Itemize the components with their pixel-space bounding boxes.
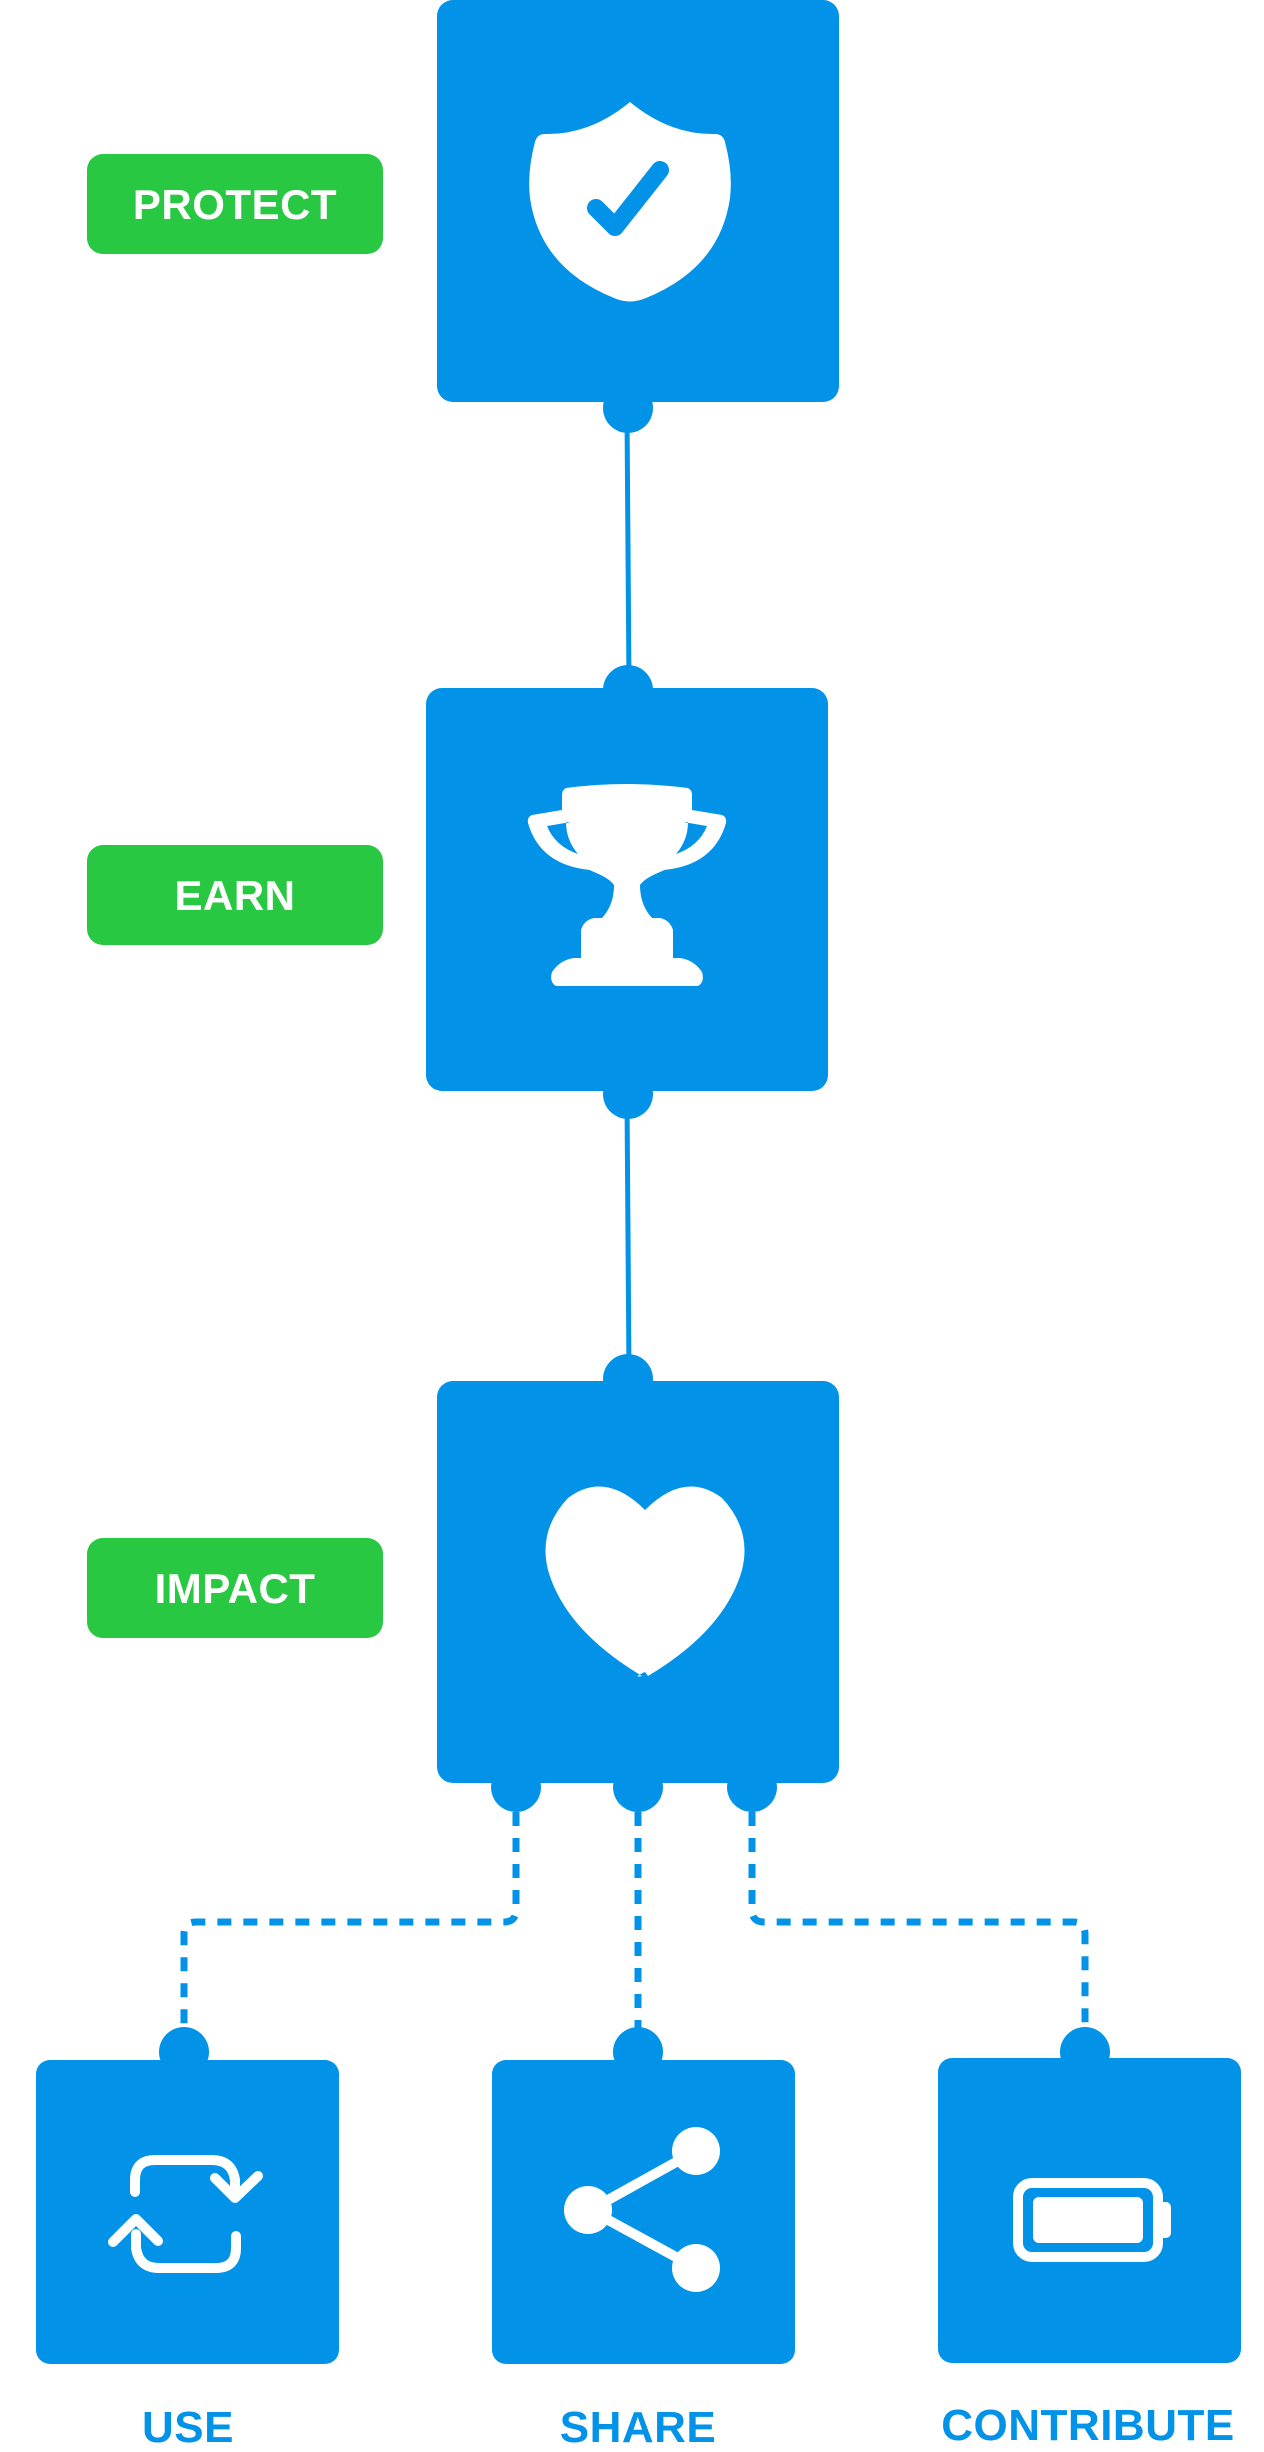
tag-background — [87, 845, 383, 945]
tag-background — [87, 1538, 383, 1638]
node-share — [492, 2060, 795, 2364]
heart-icon — [545, 1486, 745, 1677]
node-protect — [437, 0, 839, 402]
edge-earn-impact — [624, 1099, 632, 1374]
tag-label: EARN — [174, 872, 295, 919]
repeat-icon — [108, 2155, 263, 2273]
trophy-icon — [527, 784, 727, 986]
node-use — [36, 2060, 339, 2364]
tag-protect: PROTECT — [87, 154, 383, 254]
battery-icon — [1013, 2178, 1171, 2262]
share-icon — [564, 2127, 720, 2292]
edge-impact-use — [180, 1812, 520, 2045]
node-box — [36, 2060, 339, 2364]
tag-earn: EARN — [87, 845, 383, 945]
edge-impact-contribute — [748, 1812, 1089, 2045]
node-impact — [437, 1381, 839, 1783]
connectors — [180, 414, 1089, 2045]
caption-share: SHARE — [560, 2403, 717, 2452]
tag-background — [87, 154, 383, 254]
tag-label: PROTECT — [133, 181, 337, 228]
edge-protect-earn — [624, 414, 632, 685]
node-contribute — [938, 2058, 1241, 2363]
node-box — [492, 2060, 795, 2364]
tag-impact: IMPACT — [87, 1538, 383, 1638]
shield-check-icon — [529, 102, 731, 302]
caption-use: USE — [142, 2403, 234, 2452]
tag-label: IMPACT — [155, 1565, 316, 1612]
caption-contribute: CONTRIBUTE — [941, 2401, 1234, 2450]
node-earn — [426, 688, 828, 1091]
